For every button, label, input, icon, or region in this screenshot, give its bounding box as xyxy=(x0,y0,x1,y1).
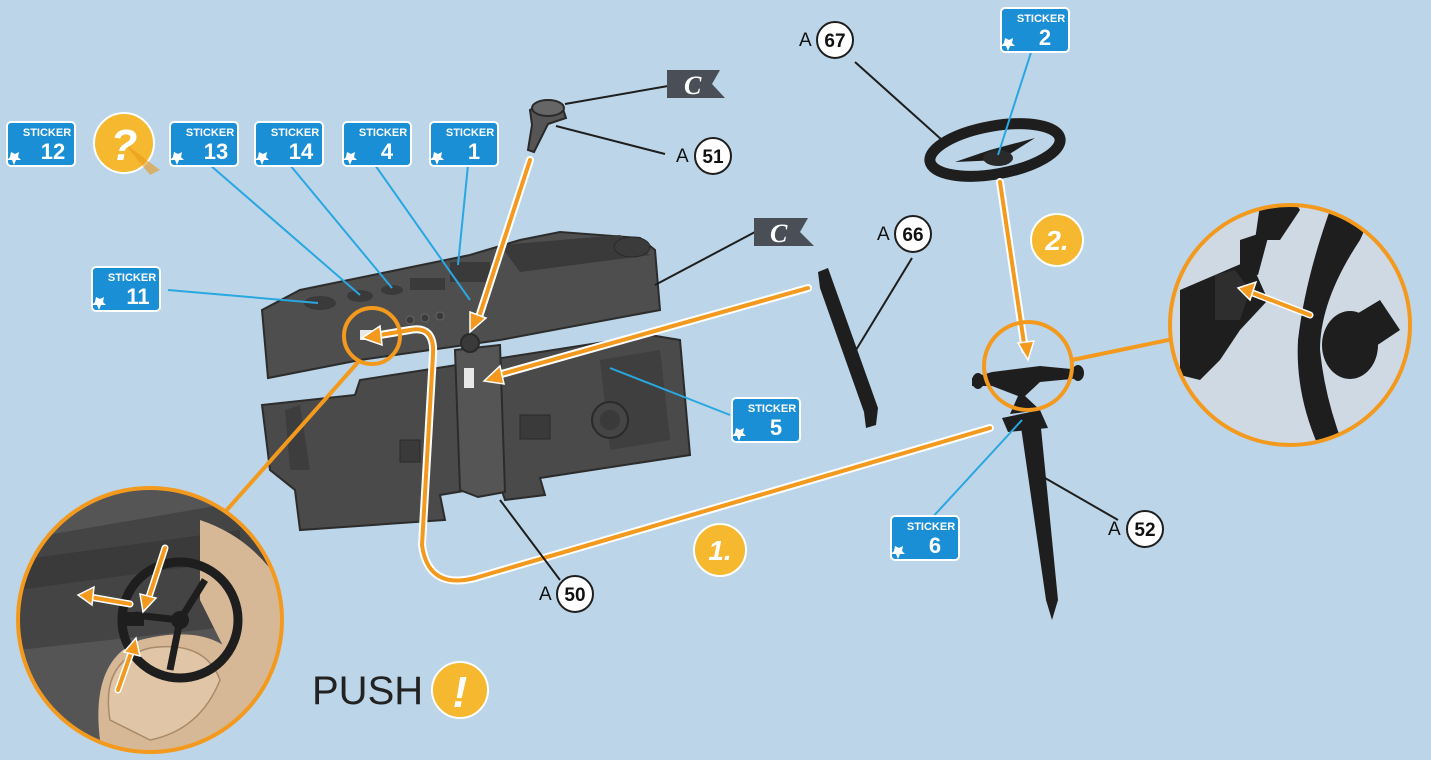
svg-text:1: 1 xyxy=(468,139,480,164)
focus-circle-column xyxy=(984,322,1072,410)
svg-text:66: 66 xyxy=(902,225,923,246)
svg-text:!: ! xyxy=(453,668,468,717)
svg-text:12: 12 xyxy=(41,139,65,164)
svg-text:STICKER: STICKER xyxy=(446,127,494,139)
svg-text:4: 4 xyxy=(381,139,394,164)
svg-text:2: 2 xyxy=(1039,25,1051,50)
svg-text:?: ? xyxy=(111,121,138,170)
svg-text:52: 52 xyxy=(1134,520,1155,541)
flag-c-2: C xyxy=(754,218,814,248)
part-label-66: A 66 xyxy=(877,216,931,252)
sticker-badge-13: STICKER 13 xyxy=(170,122,238,166)
part-label-67: A 67 xyxy=(799,22,853,58)
svg-text:A: A xyxy=(1108,519,1121,540)
svg-text:STICKER: STICKER xyxy=(108,272,156,284)
svg-text:5: 5 xyxy=(770,415,782,440)
svg-text:A: A xyxy=(539,584,552,605)
push-label: PUSH xyxy=(312,669,423,713)
svg-text:2.: 2. xyxy=(1044,225,1068,256)
svg-text:A: A xyxy=(676,146,689,167)
step-badge-2: 2. xyxy=(1031,214,1083,266)
sticker-badge-12: STICKER 12 xyxy=(7,122,75,166)
part-label-50: A 50 xyxy=(539,576,593,612)
zoom-detail-right xyxy=(1170,195,1410,450)
svg-text:1.: 1. xyxy=(708,535,731,566)
dashboard-part xyxy=(262,232,690,530)
sticker-badge-6: STICKER 6 xyxy=(891,516,959,560)
sticker-badge-2: STICKER 2 xyxy=(1001,8,1069,52)
zoom-detail-left xyxy=(18,488,290,760)
steering-wheel-part xyxy=(926,115,1064,185)
svg-text:67: 67 xyxy=(824,31,845,52)
svg-text:50: 50 xyxy=(564,585,585,606)
svg-text:51: 51 xyxy=(702,147,724,168)
svg-text:14: 14 xyxy=(289,139,314,164)
svg-text:STICKER: STICKER xyxy=(748,403,796,415)
flag-c-1: C xyxy=(667,70,725,100)
part-label-51: A 51 xyxy=(676,138,731,174)
svg-text:STICKER: STICKER xyxy=(907,521,955,533)
part-label-52: A 52 xyxy=(1108,511,1163,547)
flag-letter: C xyxy=(770,219,788,248)
sticker-badge-1: STICKER 1 xyxy=(430,122,498,166)
svg-text:STICKER: STICKER xyxy=(1017,13,1065,25)
lever-part xyxy=(528,100,566,152)
push-instruction: PUSH ! xyxy=(312,662,488,718)
sticker-badge-11: STICKER 11 xyxy=(92,267,160,311)
sticker-badge-4: STICKER 4 xyxy=(343,122,411,166)
question-icon: ? xyxy=(94,113,160,175)
svg-text:STICKER: STICKER xyxy=(186,127,234,139)
sticker-badge-14: STICKER 14 xyxy=(255,122,323,166)
svg-text:6: 6 xyxy=(929,533,941,558)
step-badge-1: 1. xyxy=(694,524,746,576)
svg-text:A: A xyxy=(799,30,812,51)
steering-column-part xyxy=(972,365,1084,620)
svg-text:13: 13 xyxy=(204,139,228,164)
svg-text:STICKER: STICKER xyxy=(23,127,71,139)
svg-text:11: 11 xyxy=(126,284,149,309)
svg-text:STICKER: STICKER xyxy=(271,127,319,139)
svg-text:STICKER: STICKER xyxy=(359,127,407,139)
bar-part xyxy=(818,268,878,428)
svg-text:A: A xyxy=(877,224,890,245)
sticker-badge-5: STICKER 5 xyxy=(732,398,800,442)
flag-letter: C xyxy=(684,71,702,100)
